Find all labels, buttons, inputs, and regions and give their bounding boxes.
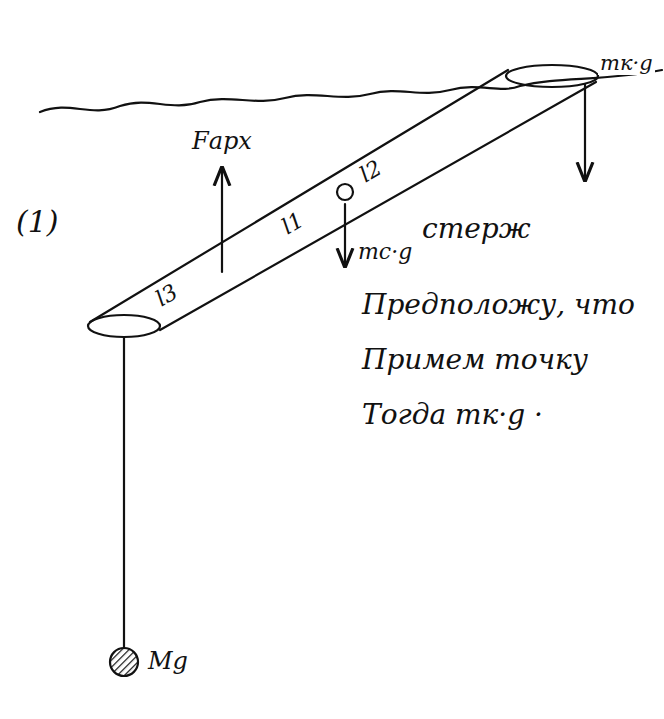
force-arrow bbox=[344, 204, 346, 266]
force-label: mк·g bbox=[598, 52, 655, 75]
force-label: mc·g bbox=[356, 240, 414, 264]
rope bbox=[123, 337, 125, 648]
mass-label: Mg bbox=[146, 648, 190, 674]
length-label: l1 bbox=[276, 207, 310, 240]
note-text: Предположу, что bbox=[360, 290, 637, 321]
note-text: Примем точку bbox=[360, 345, 590, 376]
length-label: l3 bbox=[150, 279, 184, 312]
hanging-ball bbox=[110, 648, 138, 676]
force-arrow bbox=[584, 84, 586, 180]
rod-edge bbox=[90, 70, 508, 322]
water-line bbox=[40, 70, 662, 112]
pivot-circle bbox=[337, 184, 353, 200]
note-text: стерж bbox=[420, 214, 533, 245]
force-arrow bbox=[221, 168, 223, 272]
note-text: Тогда mк·g · bbox=[360, 400, 545, 431]
force-label: Fарх bbox=[190, 128, 254, 154]
rod-end-bottom bbox=[88, 315, 160, 337]
figure-number: (1) bbox=[14, 205, 61, 238]
